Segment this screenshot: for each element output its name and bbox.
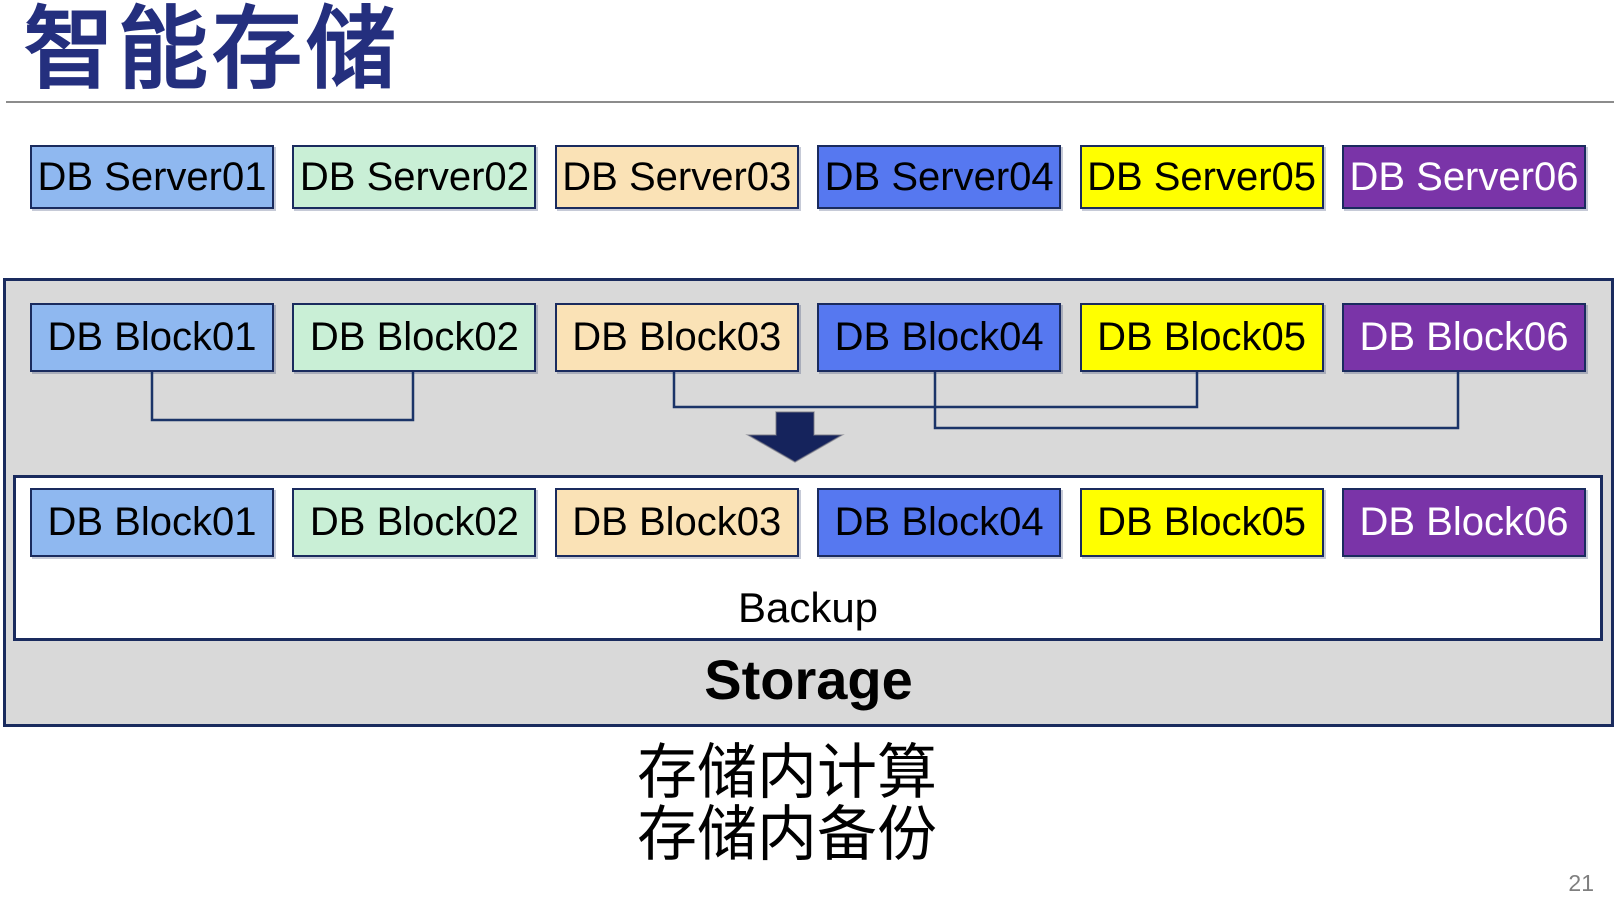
db-server-03-box: DB Server03 (554, 145, 799, 209)
storage-label: Storage (704, 648, 913, 711)
db-server-05-box: DB Server05 (1079, 145, 1324, 209)
connector-layer (150, 372, 1460, 463)
caption-line-2: 存储内备份 (637, 801, 937, 868)
slide-title: 智能存储 (24, 0, 400, 100)
db-block-06-backup-box: DB Block06 (1341, 488, 1586, 557)
db-block-03-backup-box: DB Block03 (554, 488, 799, 557)
db-block-03-top-box: DB Block03 (554, 303, 799, 372)
db-server-02-box: DB Server02 (292, 145, 537, 209)
db-block-02-top-box: DB Block02 (292, 303, 537, 372)
db-block-05-backup-box: DB Block05 (1079, 488, 1324, 557)
db-server-01-box: DB Server01 (30, 145, 274, 209)
backup-label: Backup (737, 584, 879, 631)
title-underline-rule (6, 101, 1614, 103)
connector-block01-block02 (150, 372, 415, 422)
db-server-row: DB Server01 DB Server02 DB Server03 DB Serv… (30, 145, 1586, 209)
db-server-04-box: DB Server04 (817, 145, 1062, 209)
connector-block04-block06 (933, 372, 1460, 430)
db-block-02-backup-box: DB Block02 (292, 488, 537, 557)
db-block-04-top-box: DB Block04 (817, 303, 1062, 372)
db-block-04-backup-box: DB Block04 (817, 488, 1062, 557)
db-block-05-top-box: DB Block05 (1079, 303, 1324, 372)
db-block-01-backup-box: DB Block01 (30, 488, 274, 557)
db-server-06-box: DB Server06 (1341, 145, 1586, 209)
caption-text: 存储内计算 存储内备份 (637, 742, 937, 866)
db-block-01-top-box: DB Block01 (30, 303, 274, 372)
down-arrow-icon (745, 411, 845, 463)
caption-line-1: 存储内计算 (637, 739, 937, 806)
db-block-06-top-box: DB Block06 (1341, 303, 1586, 372)
page-number: 21 (1568, 870, 1594, 896)
